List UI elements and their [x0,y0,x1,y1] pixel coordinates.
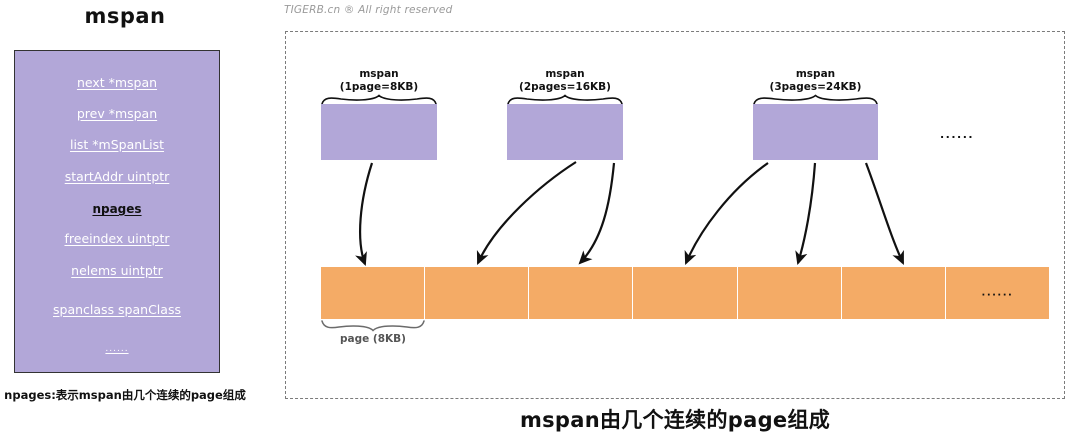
mspan-label-3-detail: (3pages=24KB) [769,81,862,93]
mspan-label-1-title: mspan [359,68,399,80]
mspan-struct-box: next *mspan prev *mspan list *mSpanList … [14,50,220,373]
mspan-group-3: mspan (3pages=24KB) [753,68,878,160]
page-cell [425,267,530,319]
page-strip: ...... [321,267,1049,319]
page-cell-label: ...... [981,287,1014,299]
struct-field-spanclass: spanclass spanClass [53,302,181,317]
page-cell [737,267,842,319]
mspan-box-1 [321,104,437,160]
curly-brace-icon [321,94,437,105]
mspan-label-2: mspan (2pages=16KB) [507,68,623,94]
struct-field-prev: prev *mspan [76,106,158,121]
page-cell [841,267,946,319]
struct-field-next: next *mspan [76,75,158,90]
mspan-group-1: mspan (1page=8KB) [321,68,437,160]
page-cell [321,267,426,319]
diagram-frame [285,31,1065,399]
watermark: TIGERB.cn ® All right reserved [284,4,453,16]
struct-field-nelems: nelems uintptr [71,263,163,278]
page-cell: ...... [945,267,1049,319]
mspan-label-2-title: mspan [545,68,585,80]
page-title: mspan [84,4,166,28]
page-cell [529,267,634,319]
npages-note: npages:表示mspan由几个连续的page组成 [4,388,246,402]
struct-field-freeindex: freeindex uintptr [64,231,170,246]
mspan-struct-panel: mspan next *mspan prev *mspan list *mSpa… [0,0,270,444]
struct-field-npages: npages [92,202,142,216]
curly-brace-icon [507,94,623,105]
mspan-box-3 [753,104,878,160]
struct-field-startaddr: startAddr uintptr [64,169,170,184]
mspan-row-ellipsis: ...... [940,128,975,141]
mspan-group-2: mspan (2pages=16KB) [507,68,623,160]
page-curly-brace-icon [321,320,425,332]
mspan-label-2-detail: (2pages=16KB) [519,81,611,93]
struct-field-ellipsis: ...... [105,344,129,354]
mspan-box-2 [507,104,623,160]
bottom-caption: mspan由几个连续的page组成 [519,408,831,432]
mspan-label-1: mspan (1page=8KB) [321,68,437,94]
mspan-label-1-detail: (1page=8KB) [339,81,419,93]
curly-brace-icon [753,94,878,105]
page-brace-label: page (8KB) [340,333,406,345]
mspan-label-3: mspan (3pages=24KB) [753,68,878,94]
mspan-label-3-title: mspan [795,68,836,80]
struct-field-list: list *mSpanList [69,137,165,152]
page-cell [633,267,738,319]
